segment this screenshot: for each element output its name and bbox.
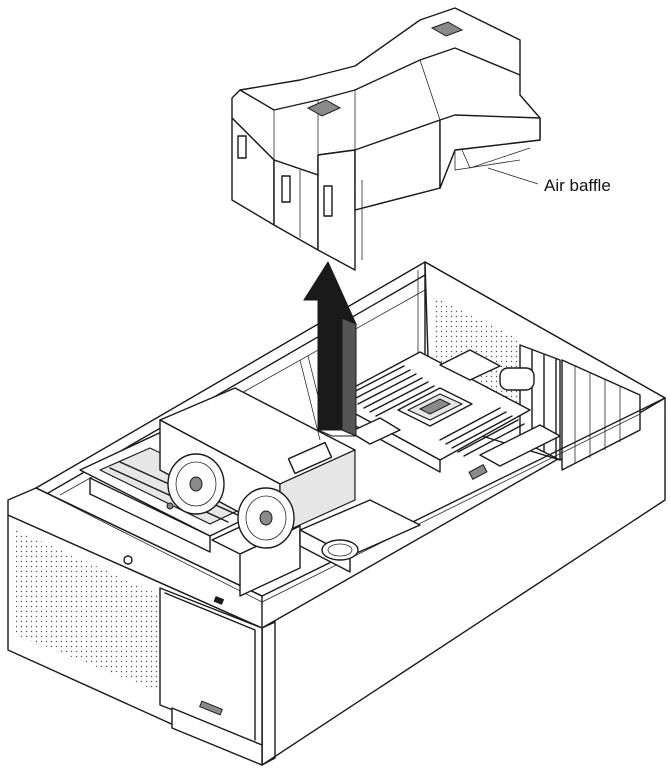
server-chassis — [7, 261, 666, 766]
fan-right — [237, 487, 295, 549]
air-baffle-callout: Air baffle — [487, 167, 611, 195]
fan-cage — [159, 387, 421, 573]
system-board — [299, 349, 561, 480]
air-baffle-label: Air baffle — [544, 176, 611, 195]
lift-arrow — [303, 260, 357, 437]
fan-left — [167, 453, 225, 515]
processor-socket — [397, 387, 473, 427]
front-bezel — [7, 487, 276, 766]
air-baffle — [231, 7, 541, 271]
dimm-slots-right — [439, 407, 525, 457]
